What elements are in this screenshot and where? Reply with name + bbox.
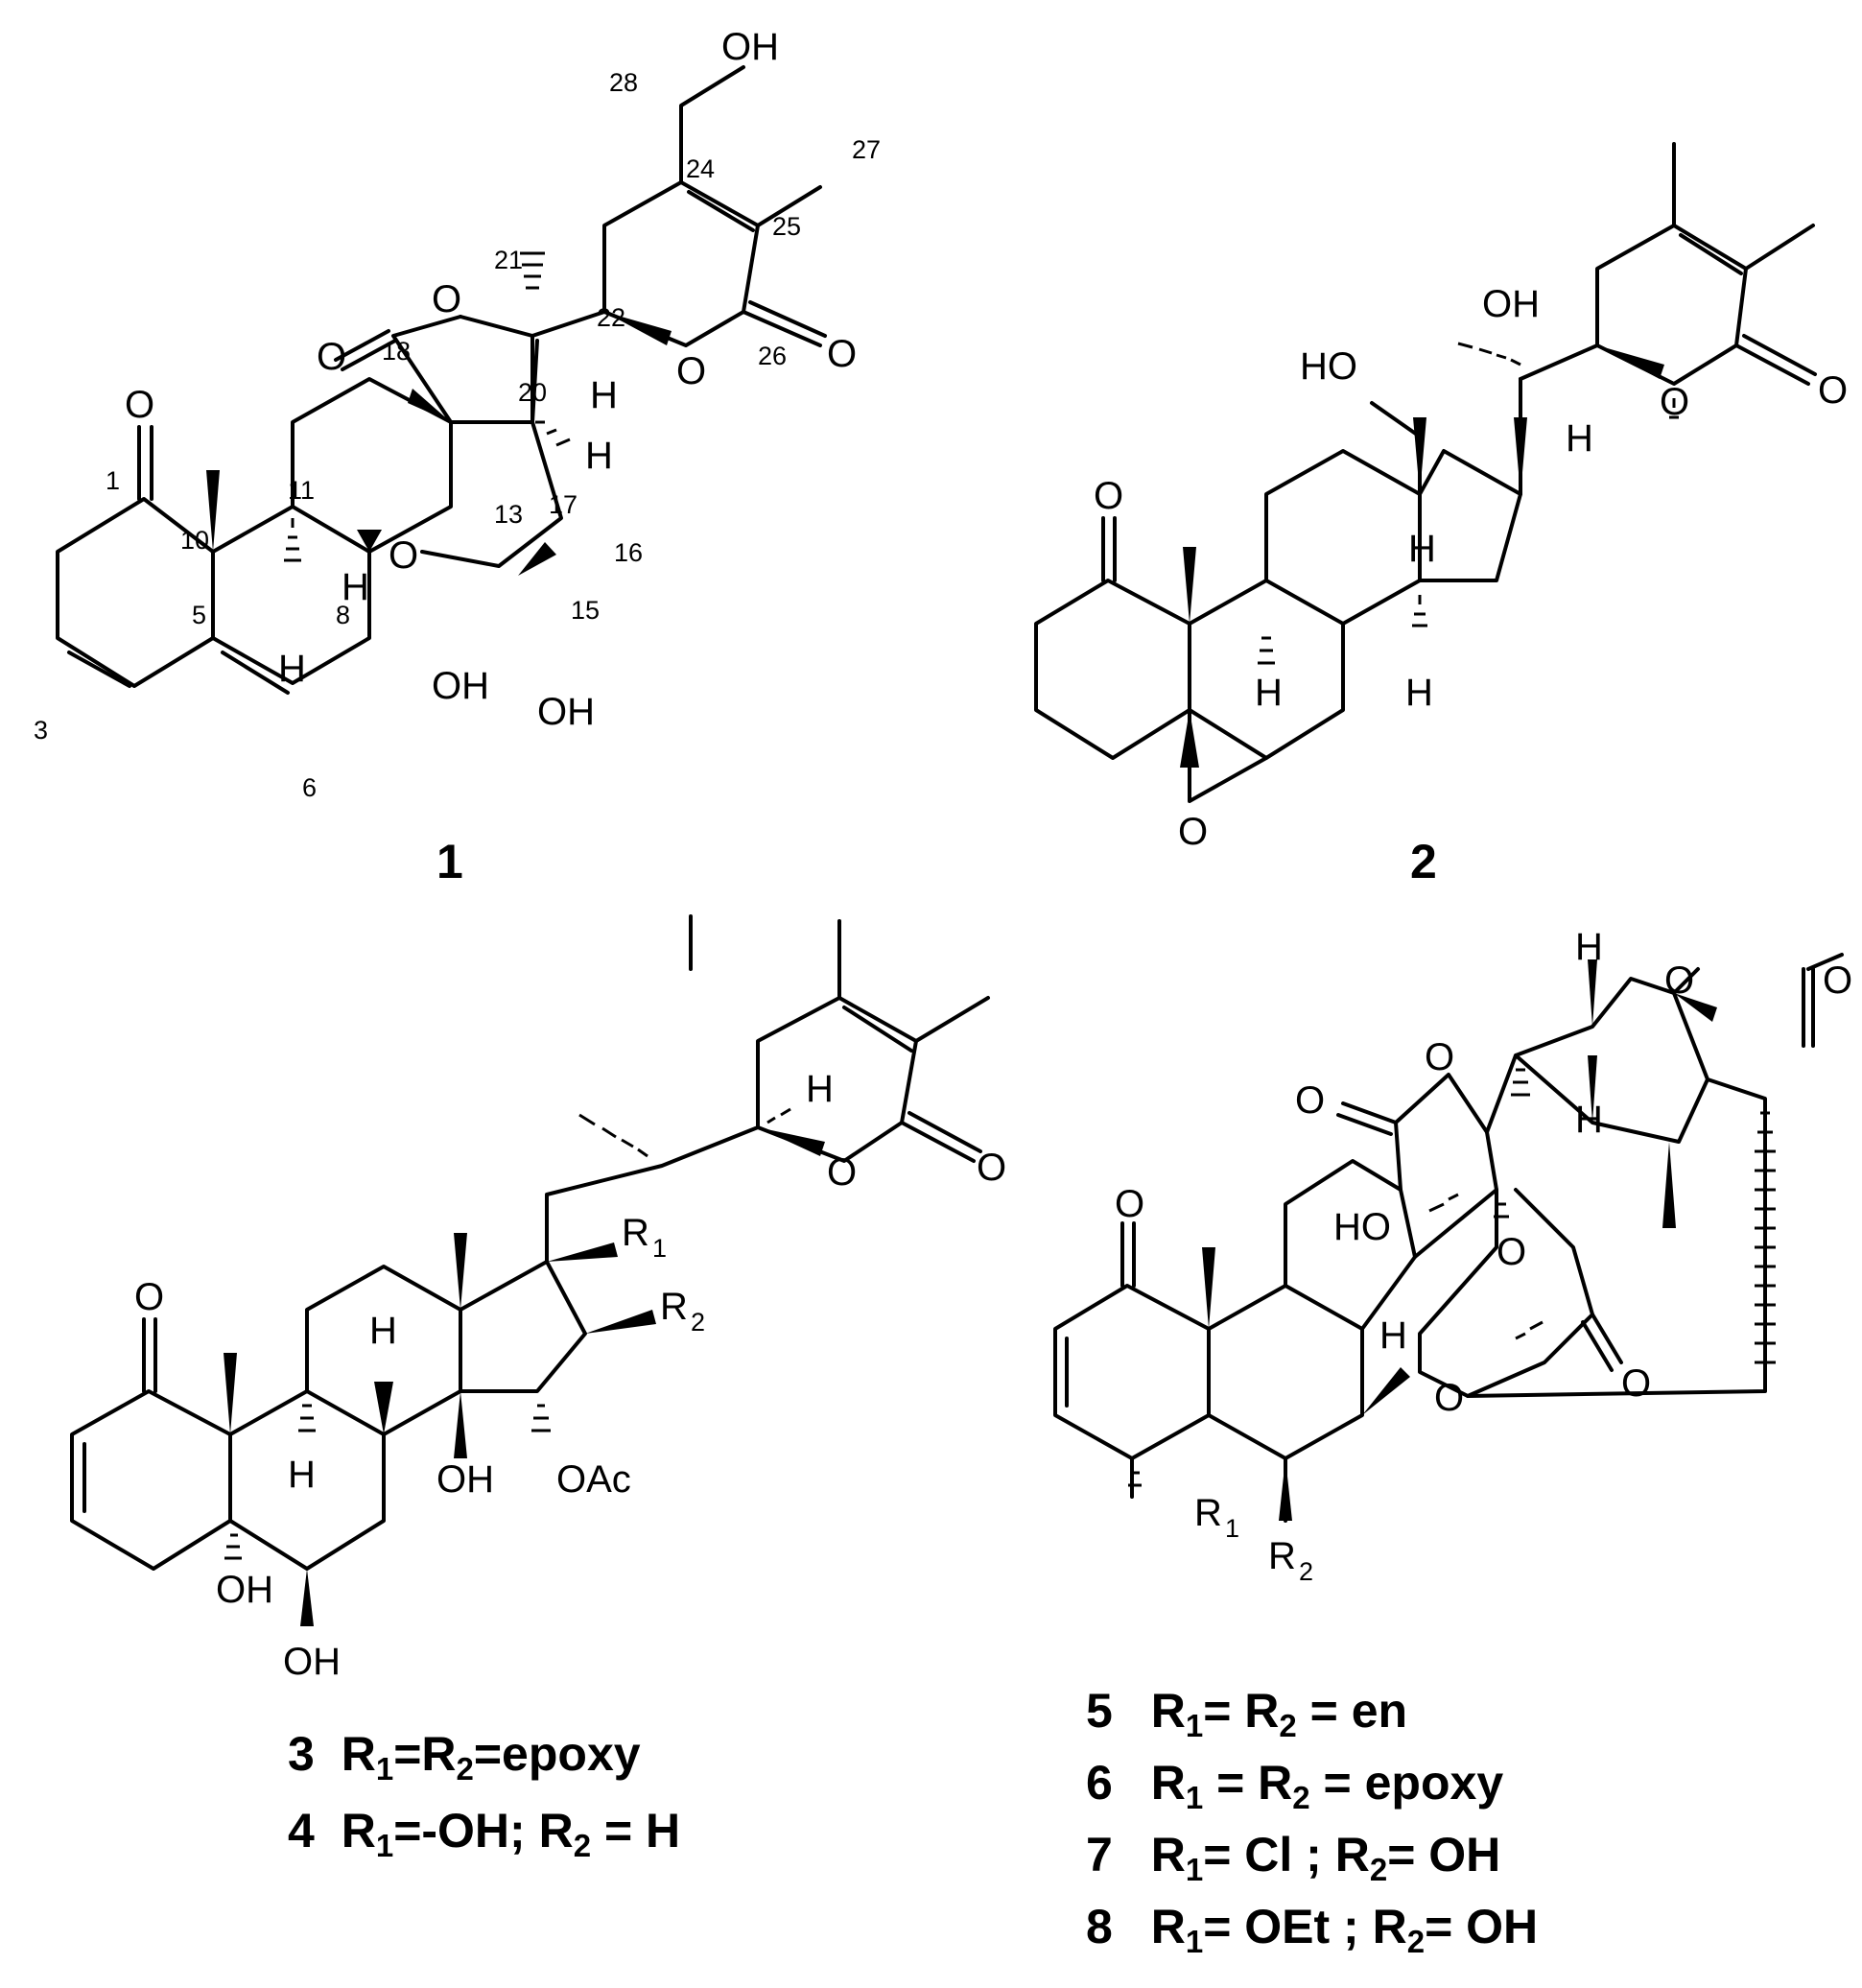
carbon-number: 22 [597,303,625,332]
atom-label: O [317,336,346,378]
atom-label-r2: R [660,1286,688,1328]
atom-label: O [1664,959,1694,1002]
compound-id: 2 [1410,835,1437,888]
carbon-number: 28 [609,68,638,97]
atom-label: H [1405,672,1433,714]
carbon-number: 6 [302,773,317,802]
legend-compounds-5-8: 5 R1= R2 = en 6 R1 = R2 = epoxy 7 R1= Cl… [1086,1684,1538,1959]
atom-label: O [389,534,418,577]
carbon-number: 1 [106,466,120,495]
atom-label-r2: R [1268,1535,1296,1577]
legend-line: 7 R1= Cl ; R2= OH [1086,1828,1500,1887]
atom-label: O [977,1147,1006,1189]
atom-label: O [1497,1231,1526,1273]
atom-label: H [590,374,618,416]
structure-compound-2: O O O O OH HO H H H H 2 [1034,142,1848,888]
atom-label: OH [721,26,779,68]
atom-label: O [676,350,706,392]
compound-id: 1 [436,835,463,888]
carbon-number: 26 [758,342,787,370]
atom-label: O [1115,1183,1144,1225]
carbon-number: 3 [34,716,48,745]
carbon-number: 27 [852,135,881,164]
legend-compound-id: 8 [1086,1900,1113,1953]
atom-label: O [1818,369,1848,412]
atom-label-r1: R [1194,1492,1222,1534]
carbon-number: 21 [494,246,523,274]
atom-label: HO [1333,1206,1391,1248]
atom-label: O [125,384,154,426]
carbon-number: 20 [518,378,547,407]
atom-label: H [1408,528,1436,570]
atom-label: OH [283,1641,341,1683]
legend-line: 4 R1=-OH; R2 = H [288,1804,680,1863]
atom-label: H [806,1068,834,1110]
carbon-number: 18 [382,337,411,366]
atom-label: HO [1300,345,1357,388]
atom-label-r1: R [622,1212,649,1254]
atom-label: O [827,1151,857,1194]
legend-line: 5 R1= R2 = en [1086,1684,1407,1743]
carbon-number: 25 [772,212,801,241]
atom-label: O [1094,475,1123,517]
legend-compounds-3-4: 3 R1=R2=epoxy 4 R1=-OH; R2 = H [288,1727,680,1863]
structure-compound-1: O O O O O O OH OH OH H H H H 1 3 5 6 8 1… [34,26,881,888]
atom-label: H [1566,417,1593,460]
atom-label: OH [216,1569,273,1611]
atom-label: H [288,1454,316,1496]
atom-label: O [432,278,461,320]
legend-line: 3 R1=R2=epoxy [288,1727,641,1787]
structure-compound-3-4: O O O OH OH OH OAc H H H R 1 R 2 [70,914,1006,1683]
carbon-number: 15 [571,596,600,625]
carbon-number: 16 [614,538,643,567]
atom-label: O [1621,1362,1651,1405]
legend-line: 6 R1 = R2 = epoxy [1086,1756,1503,1815]
legend-compound-id: 6 [1086,1756,1113,1810]
carbon-number: 5 [192,601,206,629]
carbon-number: 11 [288,476,315,505]
legend-compound-id: 3 [288,1727,315,1781]
atom-label: O [1178,811,1208,853]
atom-label: O [134,1276,164,1318]
carbon-number: 24 [686,154,715,183]
legend-compound-id: 5 [1086,1684,1113,1738]
atom-label: H [1575,926,1603,968]
atom-label-subscript: 1 [652,1234,667,1263]
legend-compound-id: 7 [1086,1828,1113,1882]
atom-label: H [1255,672,1283,714]
atom-label: O [1434,1377,1464,1419]
carbon-number: 13 [494,500,523,529]
atom-label: OH [537,691,595,733]
carbon-number: 10 [180,526,209,555]
carbon-number: 8 [336,601,350,629]
atom-label: OH [1482,283,1540,325]
atom-label: H [1379,1314,1407,1357]
atom-label: H [342,566,369,608]
atom-label: O [1823,959,1852,1002]
atom-label: H [278,648,306,690]
atom-label: O [1660,381,1689,423]
structure-compound-5-8: O O O O O O O O HO H H H R 1 R 2 [1053,926,1852,1586]
atom-label: O [1425,1036,1454,1078]
atom-label: H [585,435,613,477]
atom-label: H [1575,1099,1603,1141]
atom-label: O [1295,1079,1325,1122]
atom-label-subscript: 2 [1299,1557,1313,1586]
atom-label-subscript: 1 [1225,1514,1239,1543]
legend-line: 8 R1= OEt ; R2= OH [1086,1900,1538,1959]
atom-label-subscript: 2 [691,1308,705,1337]
legend-compound-id: 4 [288,1804,315,1858]
atom-label: OH [432,665,489,707]
carbon-number: 17 [549,490,577,519]
atom-label: OH [436,1458,494,1501]
atom-label: O [827,333,857,375]
atom-label: H [369,1310,397,1352]
atom-label: OAc [556,1458,631,1501]
